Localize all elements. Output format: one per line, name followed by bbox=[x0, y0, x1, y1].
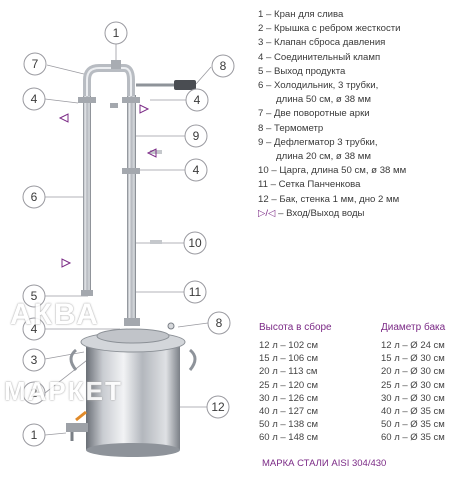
callout-4-low: 4 bbox=[22, 317, 46, 341]
tank bbox=[66, 322, 197, 457]
diameter-row: 60 л – Ø 35 см bbox=[381, 432, 445, 444]
steel-grade-note: МАРКА СТАЛИ AISI 304/430 bbox=[262, 458, 387, 469]
watermark-market: МАРКЕТ bbox=[4, 376, 123, 406]
callout-8-top: 8 bbox=[211, 54, 235, 78]
callout-8-low: 8 bbox=[207, 311, 231, 335]
svg-text:8: 8 bbox=[216, 316, 223, 330]
diameter-row: 12 л – Ø 24 см bbox=[381, 340, 445, 351]
watermark-akva: АКВА bbox=[10, 298, 100, 331]
diameter-row: 30 л – Ø 30 см bbox=[381, 392, 445, 404]
callout-4-left: 4 bbox=[22, 87, 46, 111]
callout-10: 10 bbox=[183, 231, 207, 255]
legend-io-row: ▷/◁ – Вход/Выход воды bbox=[258, 207, 456, 221]
legend-item: 10 – Царга, длина 50 см, ø 38 мм bbox=[258, 165, 407, 177]
water-io-label: – Вход/Выход воды bbox=[275, 207, 365, 219]
height-row: 15 л – 106 см bbox=[259, 353, 319, 365]
legend-item: 6 – Холодильник, 3 трубки, bbox=[258, 80, 379, 92]
diameter-column: 12 л – Ø 24 см 15 л – Ø 30 см 20 л – Ø 3… bbox=[381, 339, 445, 445]
parts-legend: 1 – Кран для слива 2 – Крышка с ребром ж… bbox=[258, 8, 456, 221]
diameter-row: 40 л – Ø 35 см bbox=[381, 406, 445, 418]
height-row: 30 л – 126 см bbox=[259, 392, 319, 404]
height-row: 40 л – 127 см bbox=[259, 406, 319, 418]
legend-item: 2 – Крышка с ребром жесткости bbox=[258, 23, 401, 35]
callout-11: 11 bbox=[183, 280, 207, 304]
legend-item: 11 – Сетка Панченкова bbox=[258, 179, 361, 191]
legend-item: 12 – Бак, стенка 1 мм, дно 2 мм bbox=[258, 193, 400, 205]
legend-item: 5 – Выход продукта bbox=[258, 65, 346, 77]
callout-4-top: 1 bbox=[104, 21, 128, 45]
water-io-icon: ▷/◁ bbox=[258, 207, 276, 219]
diameter-header: Диаметр бака bbox=[381, 322, 446, 333]
callout-5: 5 bbox=[22, 284, 46, 308]
svg-text:9: 9 bbox=[193, 129, 200, 143]
svg-text:4: 4 bbox=[194, 93, 201, 107]
legend-item: длина 50 см, ø 38 мм bbox=[276, 94, 371, 106]
svg-text:1: 1 bbox=[113, 26, 120, 40]
callout-3: 3 bbox=[22, 348, 46, 372]
svg-text:4: 4 bbox=[31, 322, 38, 336]
legend-item: 1 – Кран для слива bbox=[258, 9, 344, 20]
svg-text:5: 5 bbox=[31, 289, 38, 303]
diameter-row: 25 л – Ø 30 см bbox=[381, 379, 445, 391]
height-row: 60 л – 148 см bbox=[259, 432, 319, 444]
svg-text:2: 2 bbox=[31, 386, 38, 400]
svg-text:4: 4 bbox=[31, 92, 38, 106]
legend-item: 4 – Соединительный кламп bbox=[258, 51, 381, 63]
diameter-row: 20 л – Ø 30 см bbox=[381, 366, 445, 378]
svg-text:4: 4 bbox=[193, 163, 200, 177]
svg-text:12: 12 bbox=[211, 400, 225, 414]
height-row: 25 л – 120 см bbox=[259, 379, 319, 391]
svg-text:1: 1 bbox=[31, 428, 38, 442]
legend-item: 3 – Клапан сброса давления bbox=[258, 37, 386, 49]
callout-4-mid: 4 bbox=[184, 158, 208, 182]
svg-text:7: 7 bbox=[32, 57, 39, 71]
svg-text:8: 8 bbox=[220, 59, 227, 73]
legend-item: длина 20 см, ø 38 мм bbox=[276, 151, 371, 163]
callouts: 1 7 4 8 4 9 4 6 10 5 11 4 8 3 2 12 1 bbox=[22, 21, 235, 447]
svg-text:6: 6 bbox=[31, 190, 38, 204]
height-header: Высота в сборе bbox=[259, 322, 332, 333]
callout-1: 1 bbox=[22, 423, 46, 447]
svg-text:11: 11 bbox=[189, 285, 202, 299]
column-assembly bbox=[78, 60, 196, 326]
callout-7: 7 bbox=[23, 52, 47, 76]
callout-4-right: 4 bbox=[185, 88, 209, 112]
callout-6: 6 bbox=[22, 185, 46, 209]
svg-text:10: 10 bbox=[188, 236, 202, 250]
callout-2: 2 bbox=[22, 381, 46, 405]
height-row: 20 л – 113 см bbox=[259, 366, 318, 378]
legend-item: 8 – Термометр bbox=[258, 122, 324, 134]
callout-12: 12 bbox=[206, 395, 230, 419]
svg-text:3: 3 bbox=[31, 353, 38, 367]
diameter-row: 50 л – Ø 35 см bbox=[381, 419, 445, 431]
legend-item: 7 – Две поворотные арки bbox=[258, 108, 370, 120]
height-row: 50 л – 138 см bbox=[259, 419, 319, 431]
water-io-arrows bbox=[58, 104, 157, 268]
callout-9: 9 bbox=[184, 124, 208, 148]
diameter-row: 15 л – Ø 30 см bbox=[381, 353, 445, 365]
legend-item: 9 – Дефлегматор 3 трубки, bbox=[258, 136, 378, 148]
height-column: 12 л – 102 см 15 л – 106 см 20 л – 113 с… bbox=[259, 339, 318, 445]
height-row: 12 л – 102 см bbox=[259, 340, 319, 351]
